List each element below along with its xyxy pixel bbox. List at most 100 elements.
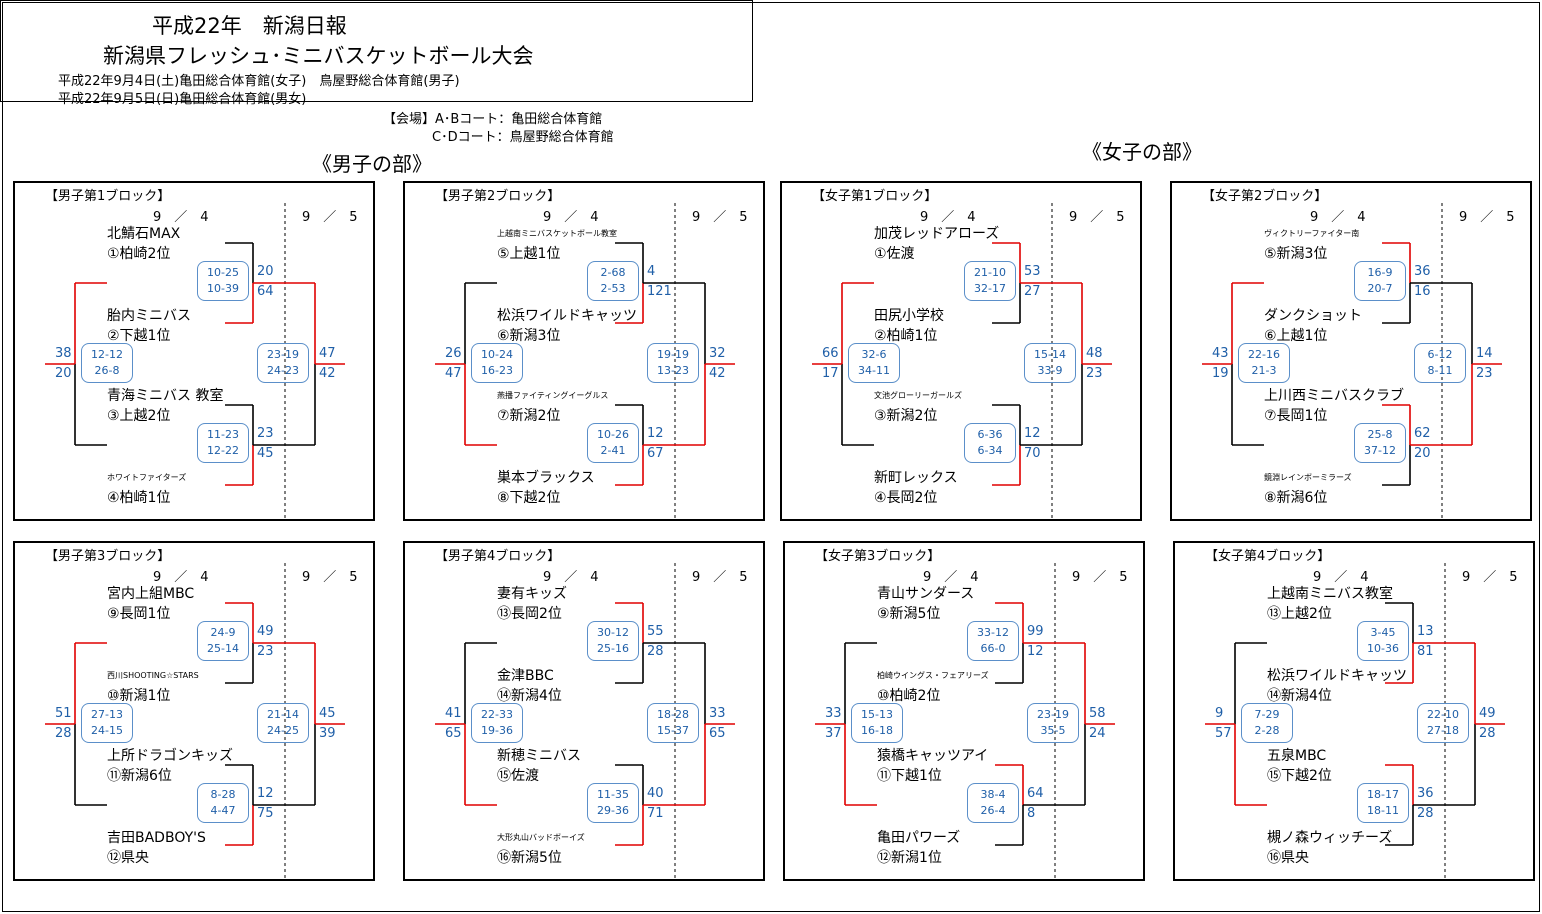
date-day1: 9 ／ 4	[543, 210, 599, 225]
date-day1: 9 ／ 4	[543, 570, 599, 585]
score-total: 41	[445, 706, 462, 721]
score-period: 7-29	[1254, 708, 1280, 721]
team-name: 北鯖石MAX	[107, 226, 181, 242]
block-title: 【女子第3ブロック】	[815, 549, 941, 564]
team-seed: ④長岡2位	[874, 490, 938, 506]
score-period: 30-12	[597, 626, 629, 639]
score-total: 70	[1024, 446, 1041, 461]
team-name: 加茂レッドアローズ	[874, 226, 1000, 242]
score-period: 32-17	[974, 282, 1006, 295]
team-name: 猿橋キャッツアイ	[877, 748, 989, 764]
bracket-lines	[812, 203, 1112, 519]
team-name: 槻ノ森ウィッチーズ	[1267, 830, 1393, 846]
score-total: 55	[647, 624, 664, 639]
team-name: 新穂ミニバス	[497, 748, 581, 764]
score-period: 18-17	[1367, 788, 1399, 801]
team-seed: ⑥上越1位	[1264, 328, 1328, 344]
date-day1: 9 ／ 4	[1313, 570, 1369, 585]
score-total: 8	[1027, 806, 1036, 821]
team-name: 青山サンダース	[877, 586, 975, 602]
team-name: 上越南ミニバスケットボール教室	[497, 229, 617, 238]
score-period: 21-10	[974, 266, 1006, 279]
team-seed: ⑭新潟4位	[1267, 688, 1332, 704]
title-line-1: 平成22年 新潟日報	[152, 14, 347, 38]
score-period: 34-11	[858, 364, 890, 377]
team-seed: ②下越1位	[107, 328, 171, 344]
team-seed: ⑦長岡1位	[1264, 408, 1328, 424]
team-name: 上川西ミニバスクラブ	[1264, 388, 1404, 404]
score-period: 27-13	[91, 708, 123, 721]
team-seed: ⑭新潟4位	[497, 688, 562, 704]
score-total: 66	[822, 346, 839, 361]
team-seed: ⑬上越2位	[1267, 606, 1332, 622]
date-day1: 9 ／ 4	[923, 570, 979, 585]
score-period: 6-34	[977, 444, 1003, 457]
team-name: 柏崎ウイングス・フェアリーズ	[877, 671, 989, 680]
date-day2: 9 ／ 5	[1069, 210, 1125, 225]
score-total: 57	[1215, 726, 1232, 741]
score-total: 23	[257, 644, 274, 659]
team-name: 西川SHOOTING☆STARS	[107, 671, 199, 680]
score-total: 20	[55, 366, 72, 381]
team-name: 上越南ミニバス教室	[1267, 586, 1393, 602]
team-name: ダンクショット	[1264, 308, 1362, 324]
score-period: 32-6	[861, 348, 887, 361]
date-day2: 9 ／ 5	[302, 570, 358, 585]
team-seed: ⑤上越1位	[497, 246, 561, 262]
score-total: 37	[825, 726, 842, 741]
block-title: 【女子第1ブロック】	[812, 189, 938, 204]
score-total: 32	[709, 346, 726, 361]
score-total: 62	[1414, 426, 1431, 441]
score-period: 6-36	[977, 428, 1003, 441]
score-total: 65	[445, 726, 462, 741]
score-period: 35-5	[1040, 724, 1066, 737]
team-name: 上所ドラゴンキッズ	[107, 748, 233, 764]
score-period: 11-23	[207, 428, 239, 441]
score-period: 23-19	[1037, 708, 1069, 721]
score-total: 16	[1414, 284, 1431, 299]
team-seed: ⑯新潟5位	[497, 850, 562, 866]
team-name: 松浜ワイルドキャッツ	[497, 308, 637, 324]
block-title: 【女子第2ブロック】	[1202, 189, 1328, 204]
score-period: 27-18	[1427, 724, 1459, 737]
score-box: 18-17 18-11	[1357, 783, 1409, 823]
score-period: 2-41	[600, 444, 626, 457]
score-period: 33-12	[977, 626, 1009, 639]
score-period: 38-4	[980, 788, 1006, 801]
team-name: 金津BBC	[497, 668, 554, 684]
score-total: 17	[822, 366, 839, 381]
score-period: 13-23	[657, 364, 689, 377]
score-period: 18-28	[657, 708, 689, 721]
score-period: 10-25	[207, 266, 239, 279]
score-total: 4	[647, 264, 656, 279]
score-period: 29-36	[597, 804, 629, 817]
bracket-lines	[45, 203, 345, 519]
block-title: 【女子第4ブロック】	[1205, 549, 1331, 564]
score-box: 6-36 6-34	[964, 423, 1016, 463]
score-period: 26-4	[980, 804, 1006, 817]
score-period: 19-36	[481, 724, 513, 737]
score-total: 64	[1027, 786, 1044, 801]
team-seed: ⑩新潟1位	[107, 688, 171, 704]
score-total: 28	[55, 726, 72, 741]
score-period: 23-19	[267, 348, 299, 361]
date-line-1: 平成22年9月4日(土)亀田総合体育館(女子) 鳥屋野総合体育館(男子)	[58, 74, 460, 89]
score-total: 27	[1024, 284, 1041, 299]
score-total: 51	[55, 706, 72, 721]
score-period: 15-14	[1034, 348, 1066, 361]
team-seed: ⑫新潟1位	[877, 850, 942, 866]
score-period: 18-11	[1367, 804, 1399, 817]
